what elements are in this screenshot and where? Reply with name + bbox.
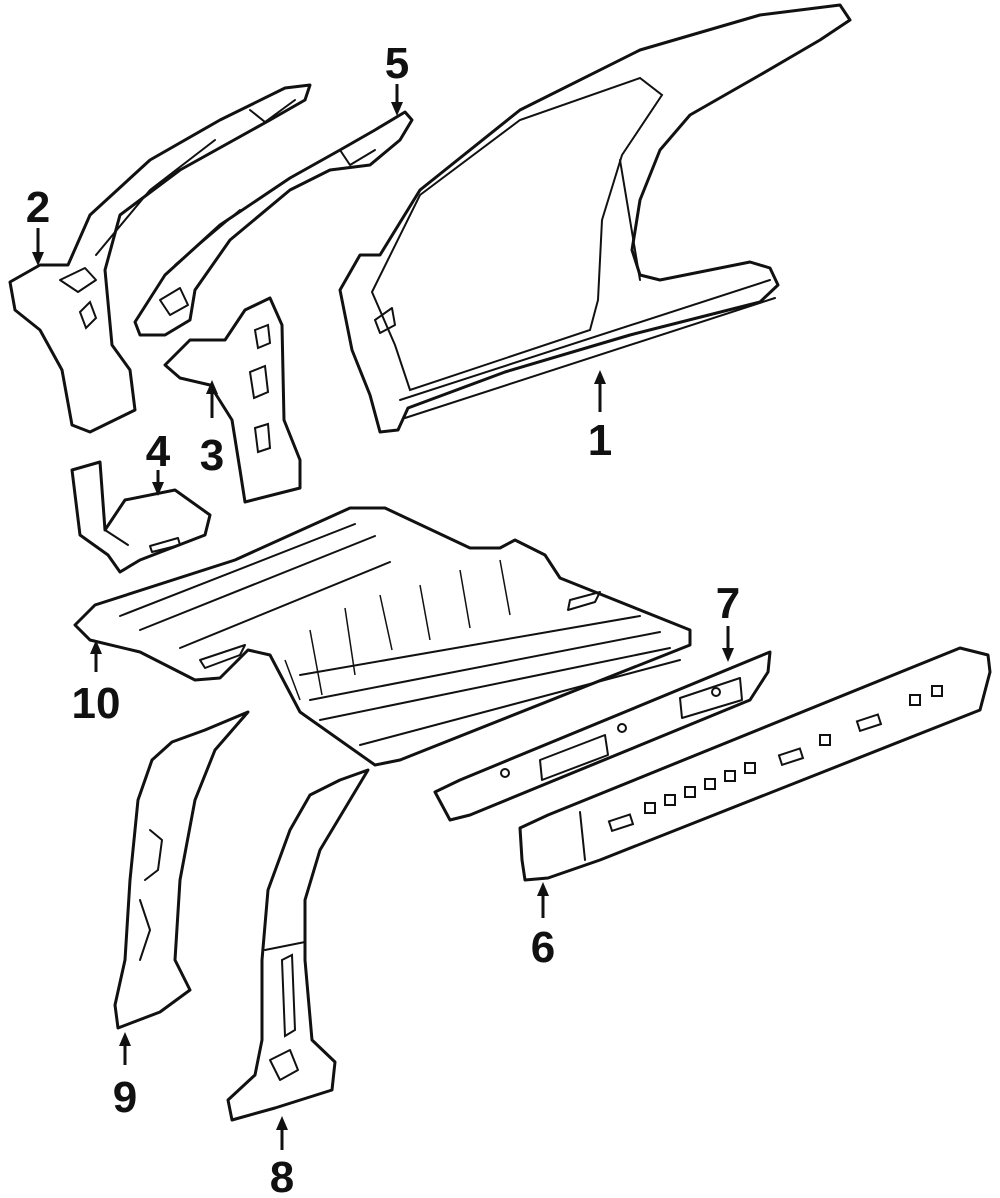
part-10-floor-pan <box>73 506 692 767</box>
callout-label-9: 9 <box>113 1073 137 1122</box>
callout-2: 2 <box>26 183 50 266</box>
callout-label-6: 6 <box>531 923 555 972</box>
part-2-front-pillar-inner <box>8 83 312 434</box>
callout-label-2: 2 <box>26 183 50 232</box>
part-7-rocker-panel-inner <box>433 650 772 822</box>
callout-4: 4 <box>146 427 171 496</box>
callout-label-8: 8 <box>270 1153 294 1198</box>
callout-6: 6 <box>531 882 555 972</box>
part-1-body-side-panel <box>338 3 852 434</box>
callout-label-3: 3 <box>200 431 224 480</box>
part-3-hinge-pillar <box>163 296 302 504</box>
part-4-cowl-side-panel <box>70 460 212 574</box>
callout-label-7: 7 <box>716 579 740 628</box>
callout-label-4: 4 <box>146 427 171 476</box>
callout-label-5: 5 <box>385 39 409 88</box>
callout-label-1: 1 <box>588 416 612 465</box>
callout-5: 5 <box>385 39 409 116</box>
callout-8: 8 <box>270 1116 294 1198</box>
callout-10: 10 <box>72 640 121 728</box>
callout-9: 9 <box>113 1032 137 1122</box>
callout-1: 1 <box>588 370 612 465</box>
part-5-windshield-pillar-reinforcement <box>133 110 414 337</box>
callout-3: 3 <box>200 380 224 480</box>
callout-7: 7 <box>716 579 740 662</box>
part-9-rear-pillar-inner <box>113 710 250 1030</box>
part-6-rocker-panel-outer <box>518 646 992 882</box>
callout-label-10: 10 <box>72 679 121 728</box>
part-8-center-pillar <box>226 768 370 1122</box>
